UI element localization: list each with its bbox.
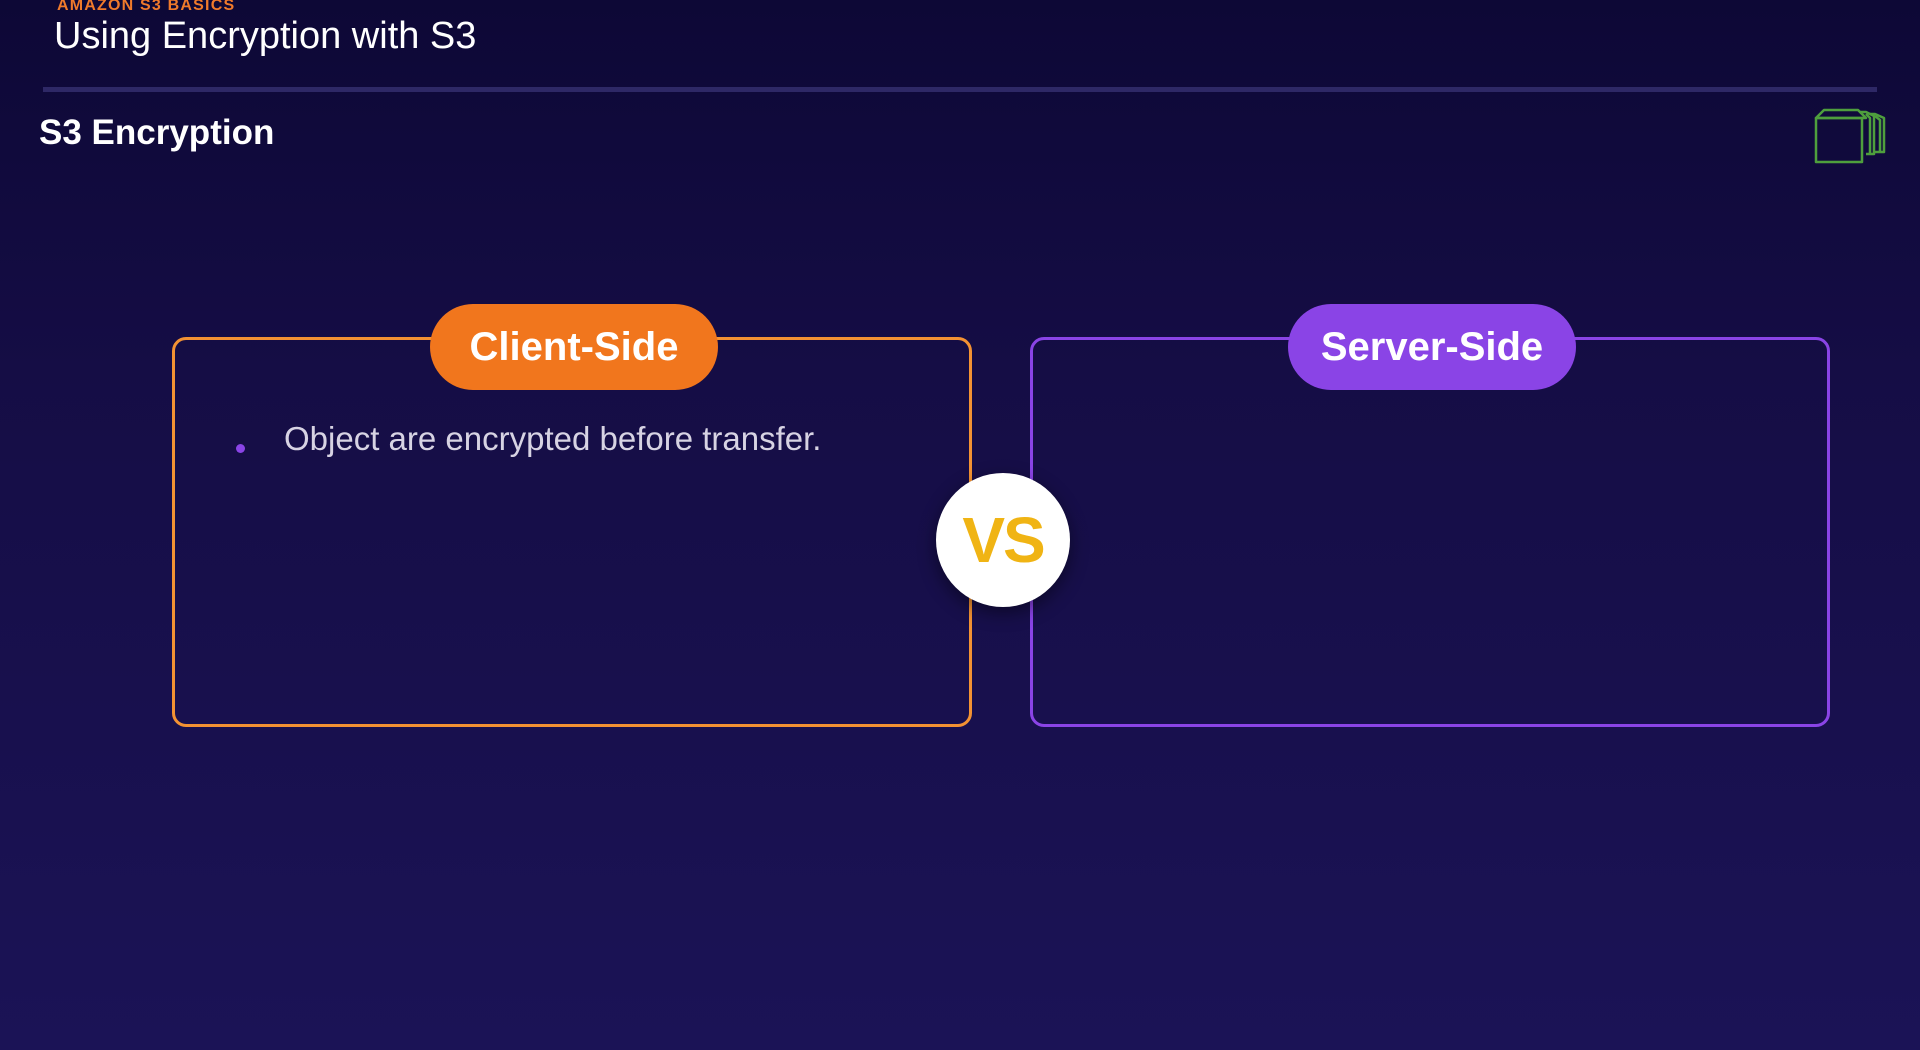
section-title: S3 Encryption	[39, 113, 275, 152]
bullet-dot-icon	[236, 444, 245, 453]
vs-badge: VS	[936, 473, 1070, 607]
course-eyebrow: AMAZON S3 BASICS	[57, 0, 236, 14]
server-side-label: Server-Side	[1288, 304, 1576, 390]
stacked-boxes-icon	[1814, 108, 1886, 164]
header-divider	[43, 87, 1877, 92]
server-side-panel	[1030, 337, 1830, 727]
bullet-text: Object are encrypted before transfer.	[284, 420, 822, 457]
client-side-label: Client-Side	[430, 304, 718, 390]
client-side-panel	[172, 337, 972, 727]
client-side-bullet-list: Object are encrypted before transfer.	[232, 420, 821, 458]
bullet-item: Object are encrypted before transfer.	[232, 420, 821, 458]
slide-header: AMAZON S3 BASICS Using Encryption with S…	[0, 0, 1920, 95]
course-title: Using Encryption with S3	[54, 15, 477, 57]
